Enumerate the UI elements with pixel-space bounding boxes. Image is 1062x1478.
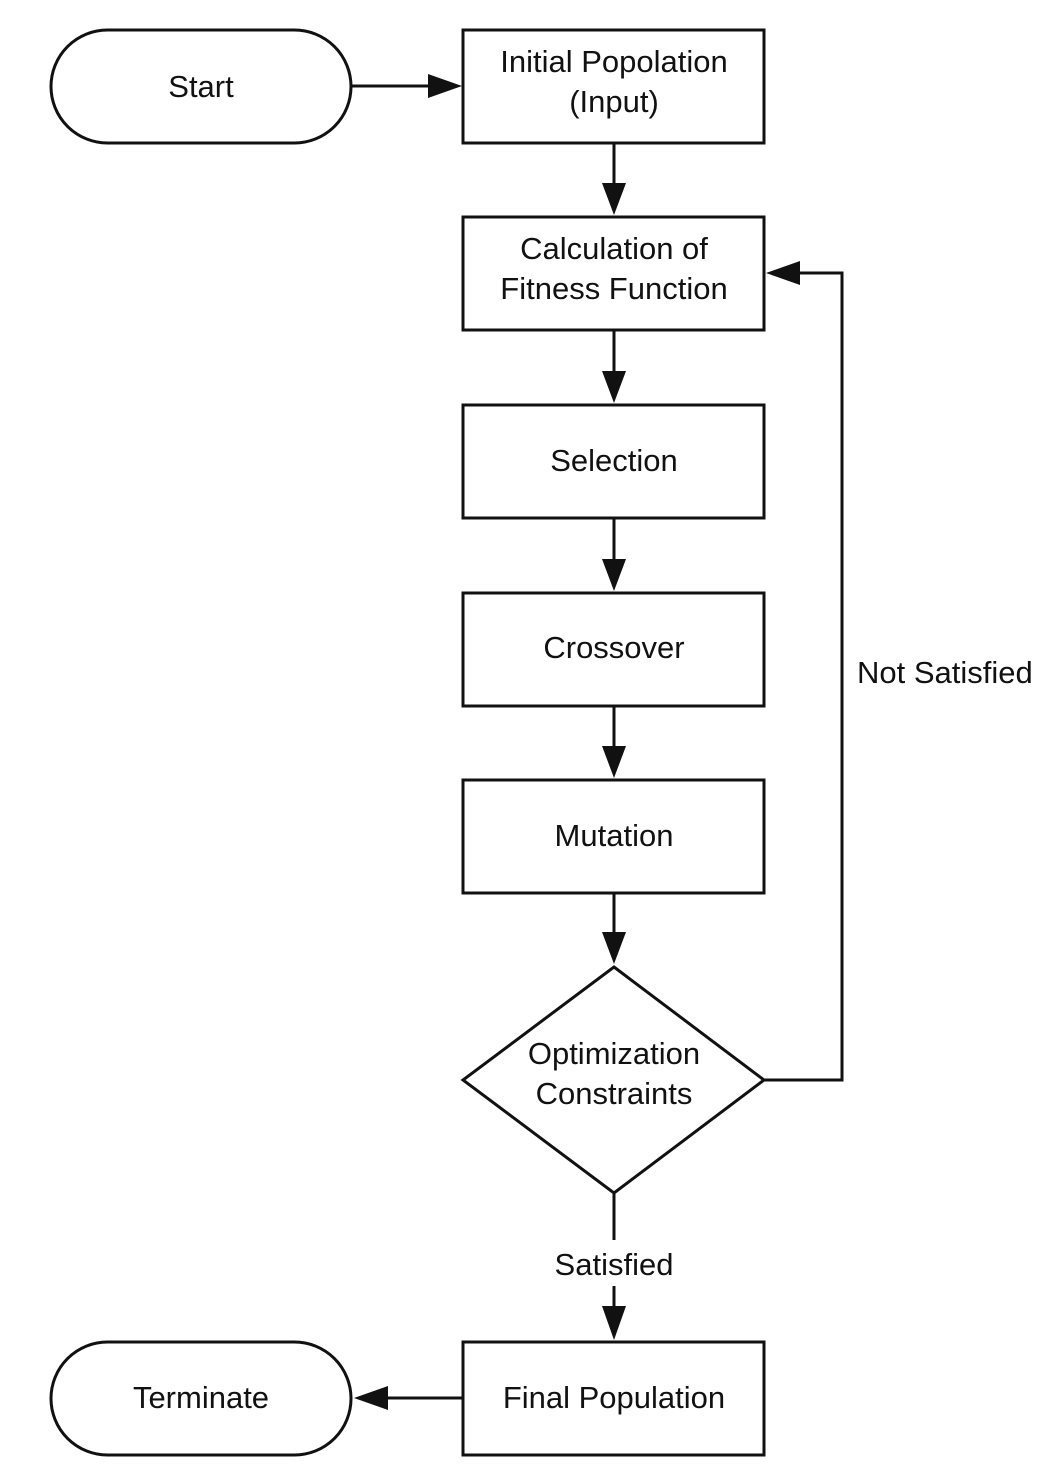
initial-population-label-line-1: Initial Popolation [500, 44, 728, 79]
edge-crossover-to-mutation [602, 706, 626, 778]
constraints-label-line-1: Optimization [528, 1036, 700, 1071]
edge-constraints-to-fitness-loop [764, 261, 844, 1082]
selection-label: Selection [550, 443, 678, 478]
mutation-box: Mutation [461, 778, 766, 895]
mutation-label: Mutation [555, 818, 674, 853]
selection-box: Selection [461, 403, 766, 520]
edge-label-satisfied: Satisfied [555, 1247, 674, 1282]
edge-selection-to-crossover [602, 518, 626, 591]
edge-initial-population-to-fitness [602, 143, 626, 215]
fitness-function-label-line-2: Fitness Function [500, 271, 727, 306]
terminate-terminator: Terminate [49, 1340, 353, 1457]
edge-fitness-to-selection [602, 331, 626, 403]
edge-mutation-to-constraints [602, 893, 626, 964]
initial-population-label-line-2: (Input) [569, 84, 659, 119]
constraints-label-line-2: Constraints [536, 1076, 693, 1111]
final-population-box: Final Population [461, 1340, 766, 1457]
edge-label-not-satisfied: Not Satisfied [857, 655, 1033, 690]
edge-start-to-initial-population [351, 74, 462, 98]
terminate-label: Terminate [133, 1380, 269, 1415]
start-terminator: Start [49, 28, 353, 145]
edge-constraints-to-final-population [602, 1194, 626, 1340]
final-population-label: Final Population [503, 1380, 725, 1415]
connectors [351, 74, 844, 1410]
fitness-function-box: Calculation of Fitness Function [461, 215, 766, 332]
crossover-box: Crossover [461, 591, 766, 708]
edge-final-population-to-terminate [354, 1386, 462, 1410]
initial-population-box: Initial Popolation (Input) [461, 28, 766, 145]
start-label: Start [168, 69, 234, 104]
fitness-function-label-line-1: Calculation of [520, 231, 708, 266]
crossover-label: Crossover [543, 630, 684, 665]
optimization-constraints-diamond: Optimization Constraints [460, 965, 767, 1195]
